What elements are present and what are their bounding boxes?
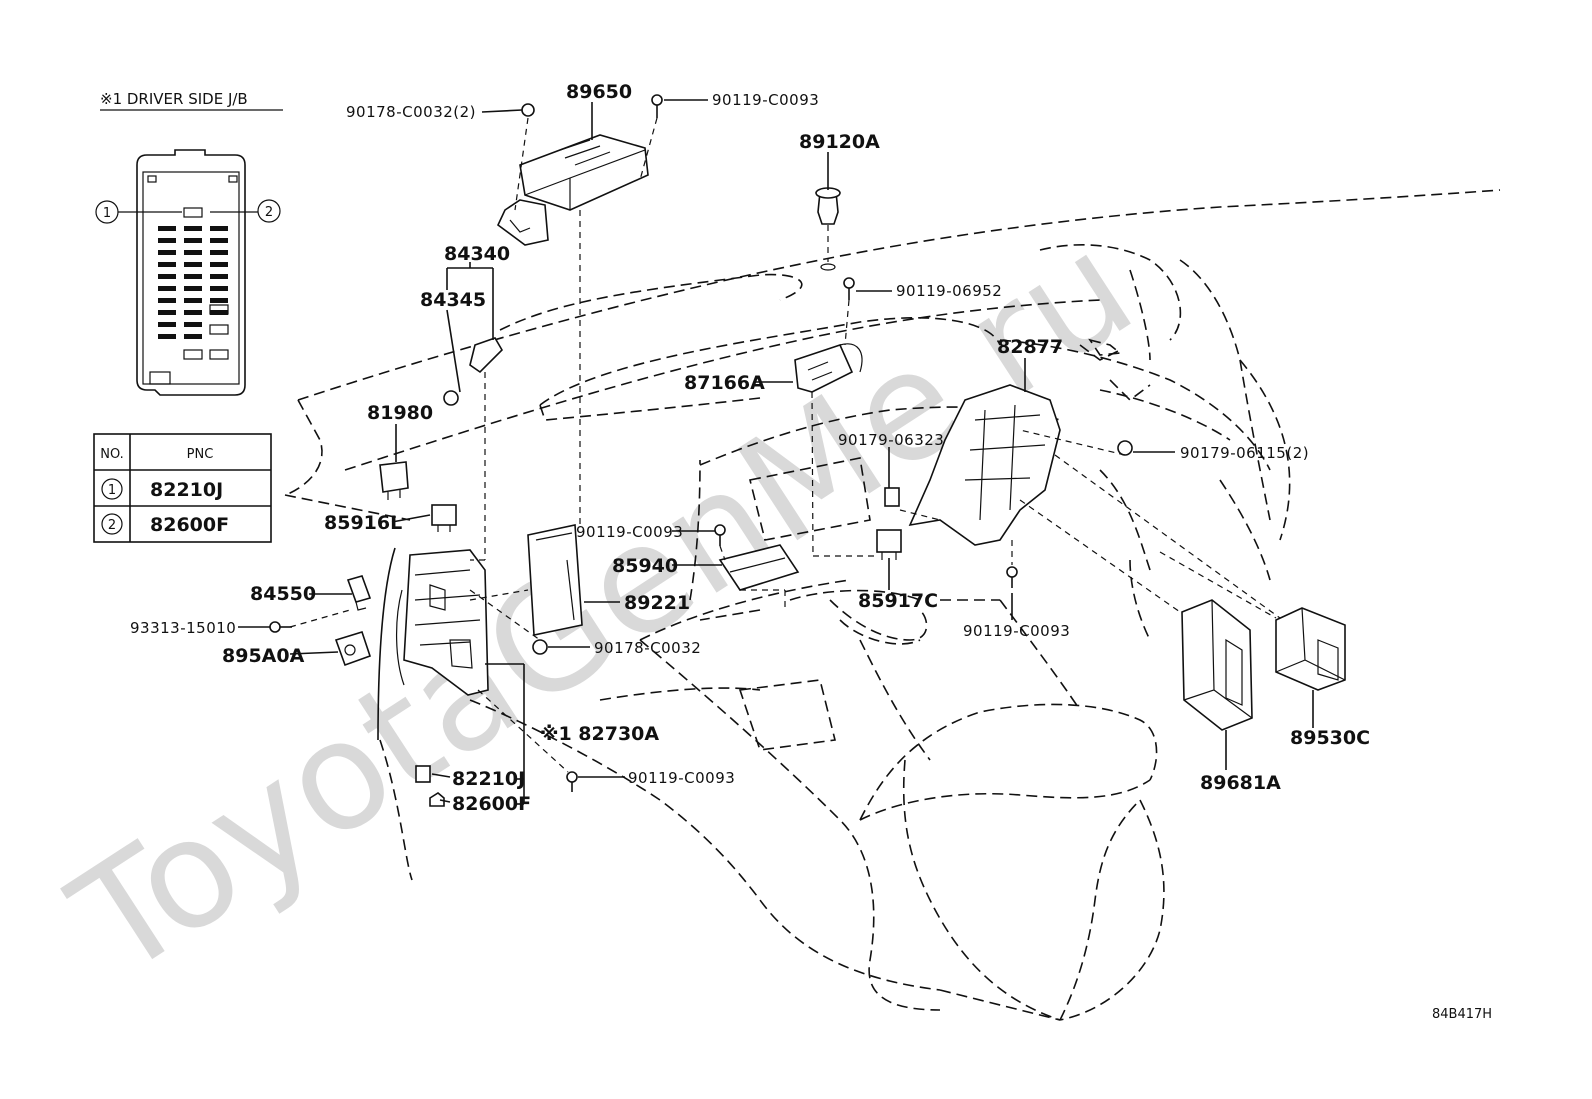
label-82877: 82877	[997, 336, 1063, 358]
label-93313-15010: 93313-15010	[130, 619, 236, 637]
inset-title: ※1 DRIVER SIDE J/B	[100, 90, 248, 108]
label-82210j: 82210J	[452, 768, 525, 790]
label-90119-06952: 90119-06952	[896, 282, 1002, 300]
label-89681a: 89681A	[1200, 772, 1281, 794]
label-895a0a: 895A0A	[222, 645, 305, 667]
fuse-slot	[158, 226, 176, 231]
pnc-table-row-no: 1	[108, 483, 116, 498]
part-895a0a-sketch	[334, 631, 372, 667]
instrument-panel-outline	[284, 189, 1501, 1021]
label-89120a: 89120A	[799, 131, 880, 153]
fuse-slot	[158, 298, 176, 303]
leader-lines	[238, 99, 1314, 805]
fuse-slot	[184, 262, 202, 267]
part-85917c-sketch	[876, 529, 902, 560]
label-85917c: 85917C	[858, 590, 938, 612]
label-84340: 84340	[444, 243, 510, 265]
part-82877-sketch	[908, 384, 1061, 546]
label-84550: 84550	[250, 583, 316, 605]
alignment-lines	[289, 117, 1281, 773]
fuse-slot	[210, 298, 228, 303]
part-84550-sketch	[346, 575, 372, 611]
label-85940: 85940	[612, 555, 678, 577]
label-85916l: 85916L	[324, 512, 402, 534]
fuse-slot	[210, 286, 228, 291]
pnc-table-row-no: 2	[108, 518, 116, 533]
part-89221-sketch	[527, 524, 583, 636]
fuse-slot	[210, 274, 228, 279]
pnc-table-row-pnc: 82210J	[150, 479, 223, 501]
label-87166a: 87166A	[684, 372, 765, 394]
fuse-slot	[184, 310, 202, 315]
fuse-slot	[158, 250, 176, 255]
label-89650: 89650	[566, 81, 632, 103]
part-89650-sketch	[496, 134, 649, 246]
label-82730a: ※1 82730A	[540, 723, 659, 745]
label-90179-06115-2: 90179-06115(2)	[1180, 444, 1309, 462]
part-87166a-sketch	[794, 343, 863, 393]
part-84340-sketch	[443, 337, 504, 406]
part-85940-sketch	[718, 544, 800, 591]
label-89221: 89221	[624, 592, 690, 614]
part-85916l-sketch	[431, 504, 457, 532]
callout-2-badge	[257, 199, 281, 223]
pnc-table-header-no: NO.	[100, 447, 124, 462]
fuse-slot	[158, 334, 176, 339]
label-90178-c0032: 90178-C0032	[594, 639, 701, 657]
fuse-slot	[158, 262, 176, 267]
pnc-table-row-pnc: 82600F	[150, 514, 229, 536]
fuse-slot	[184, 226, 202, 231]
diagram-code: 84B417H	[1432, 1007, 1492, 1022]
label-84345: 84345	[420, 289, 486, 311]
watermark: ToyotaGenMe.ru	[44, 200, 1162, 1010]
fuse-slot	[210, 226, 228, 231]
fuse-slot	[210, 310, 228, 315]
fuse-slot	[184, 274, 202, 279]
fuse-slot	[184, 238, 202, 243]
part-89530c-sketch	[1275, 607, 1346, 691]
label-90178-c0032-2: 90178-C0032(2)	[346, 103, 476, 121]
fuse-slot	[184, 334, 202, 339]
fuse-slot	[158, 322, 176, 327]
part-89120a-sketch	[815, 187, 841, 271]
part-82730a-sketch	[377, 547, 489, 807]
part-89681a-sketch	[1181, 599, 1253, 731]
fuse-slot	[184, 298, 202, 303]
fuse-slot	[158, 310, 176, 315]
pnc-table-header-pnc: PNC	[187, 447, 214, 462]
label-90119-c0093-right: 90119-C0093	[963, 622, 1070, 640]
fuse-slot	[210, 238, 228, 243]
fuse-slot	[158, 274, 176, 279]
fuse-slot	[210, 250, 228, 255]
part-90179-06323-sketch	[884, 487, 900, 507]
callout-2-label: 2	[265, 205, 273, 220]
part-labels: 89650 90178-C0032(2) 90119-C0093 89120A …	[130, 81, 1492, 1022]
label-90119-c0093-top: 90119-C0093	[712, 91, 819, 109]
fuse-slot	[158, 286, 176, 291]
fuse-slot	[184, 250, 202, 255]
callout-1-label: 1	[103, 206, 111, 221]
label-90119-c0093-mid: 90119-C0093	[576, 523, 683, 541]
fuse-slot	[184, 286, 202, 291]
fuse-slot	[184, 322, 202, 327]
part-81980-sketch	[379, 461, 409, 500]
driver-side-jb-inset: ※1 DRIVER SIDE J/B 1 2	[95, 90, 283, 396]
label-89530c: 89530C	[1290, 727, 1370, 749]
label-82600f: 82600F	[452, 793, 531, 815]
fuse-slot	[158, 238, 176, 243]
fuse-slot	[210, 262, 228, 267]
label-81980: 81980	[367, 402, 433, 424]
label-90119-c0093-bottom: 90119-C0093	[628, 769, 735, 787]
fasteners	[269, 94, 1133, 792]
pnc-table: NO. PNC 1 82210J 2 82600F	[93, 433, 272, 543]
label-90179-06323: 90179-06323	[838, 431, 944, 449]
fuse-grid	[158, 226, 228, 339]
